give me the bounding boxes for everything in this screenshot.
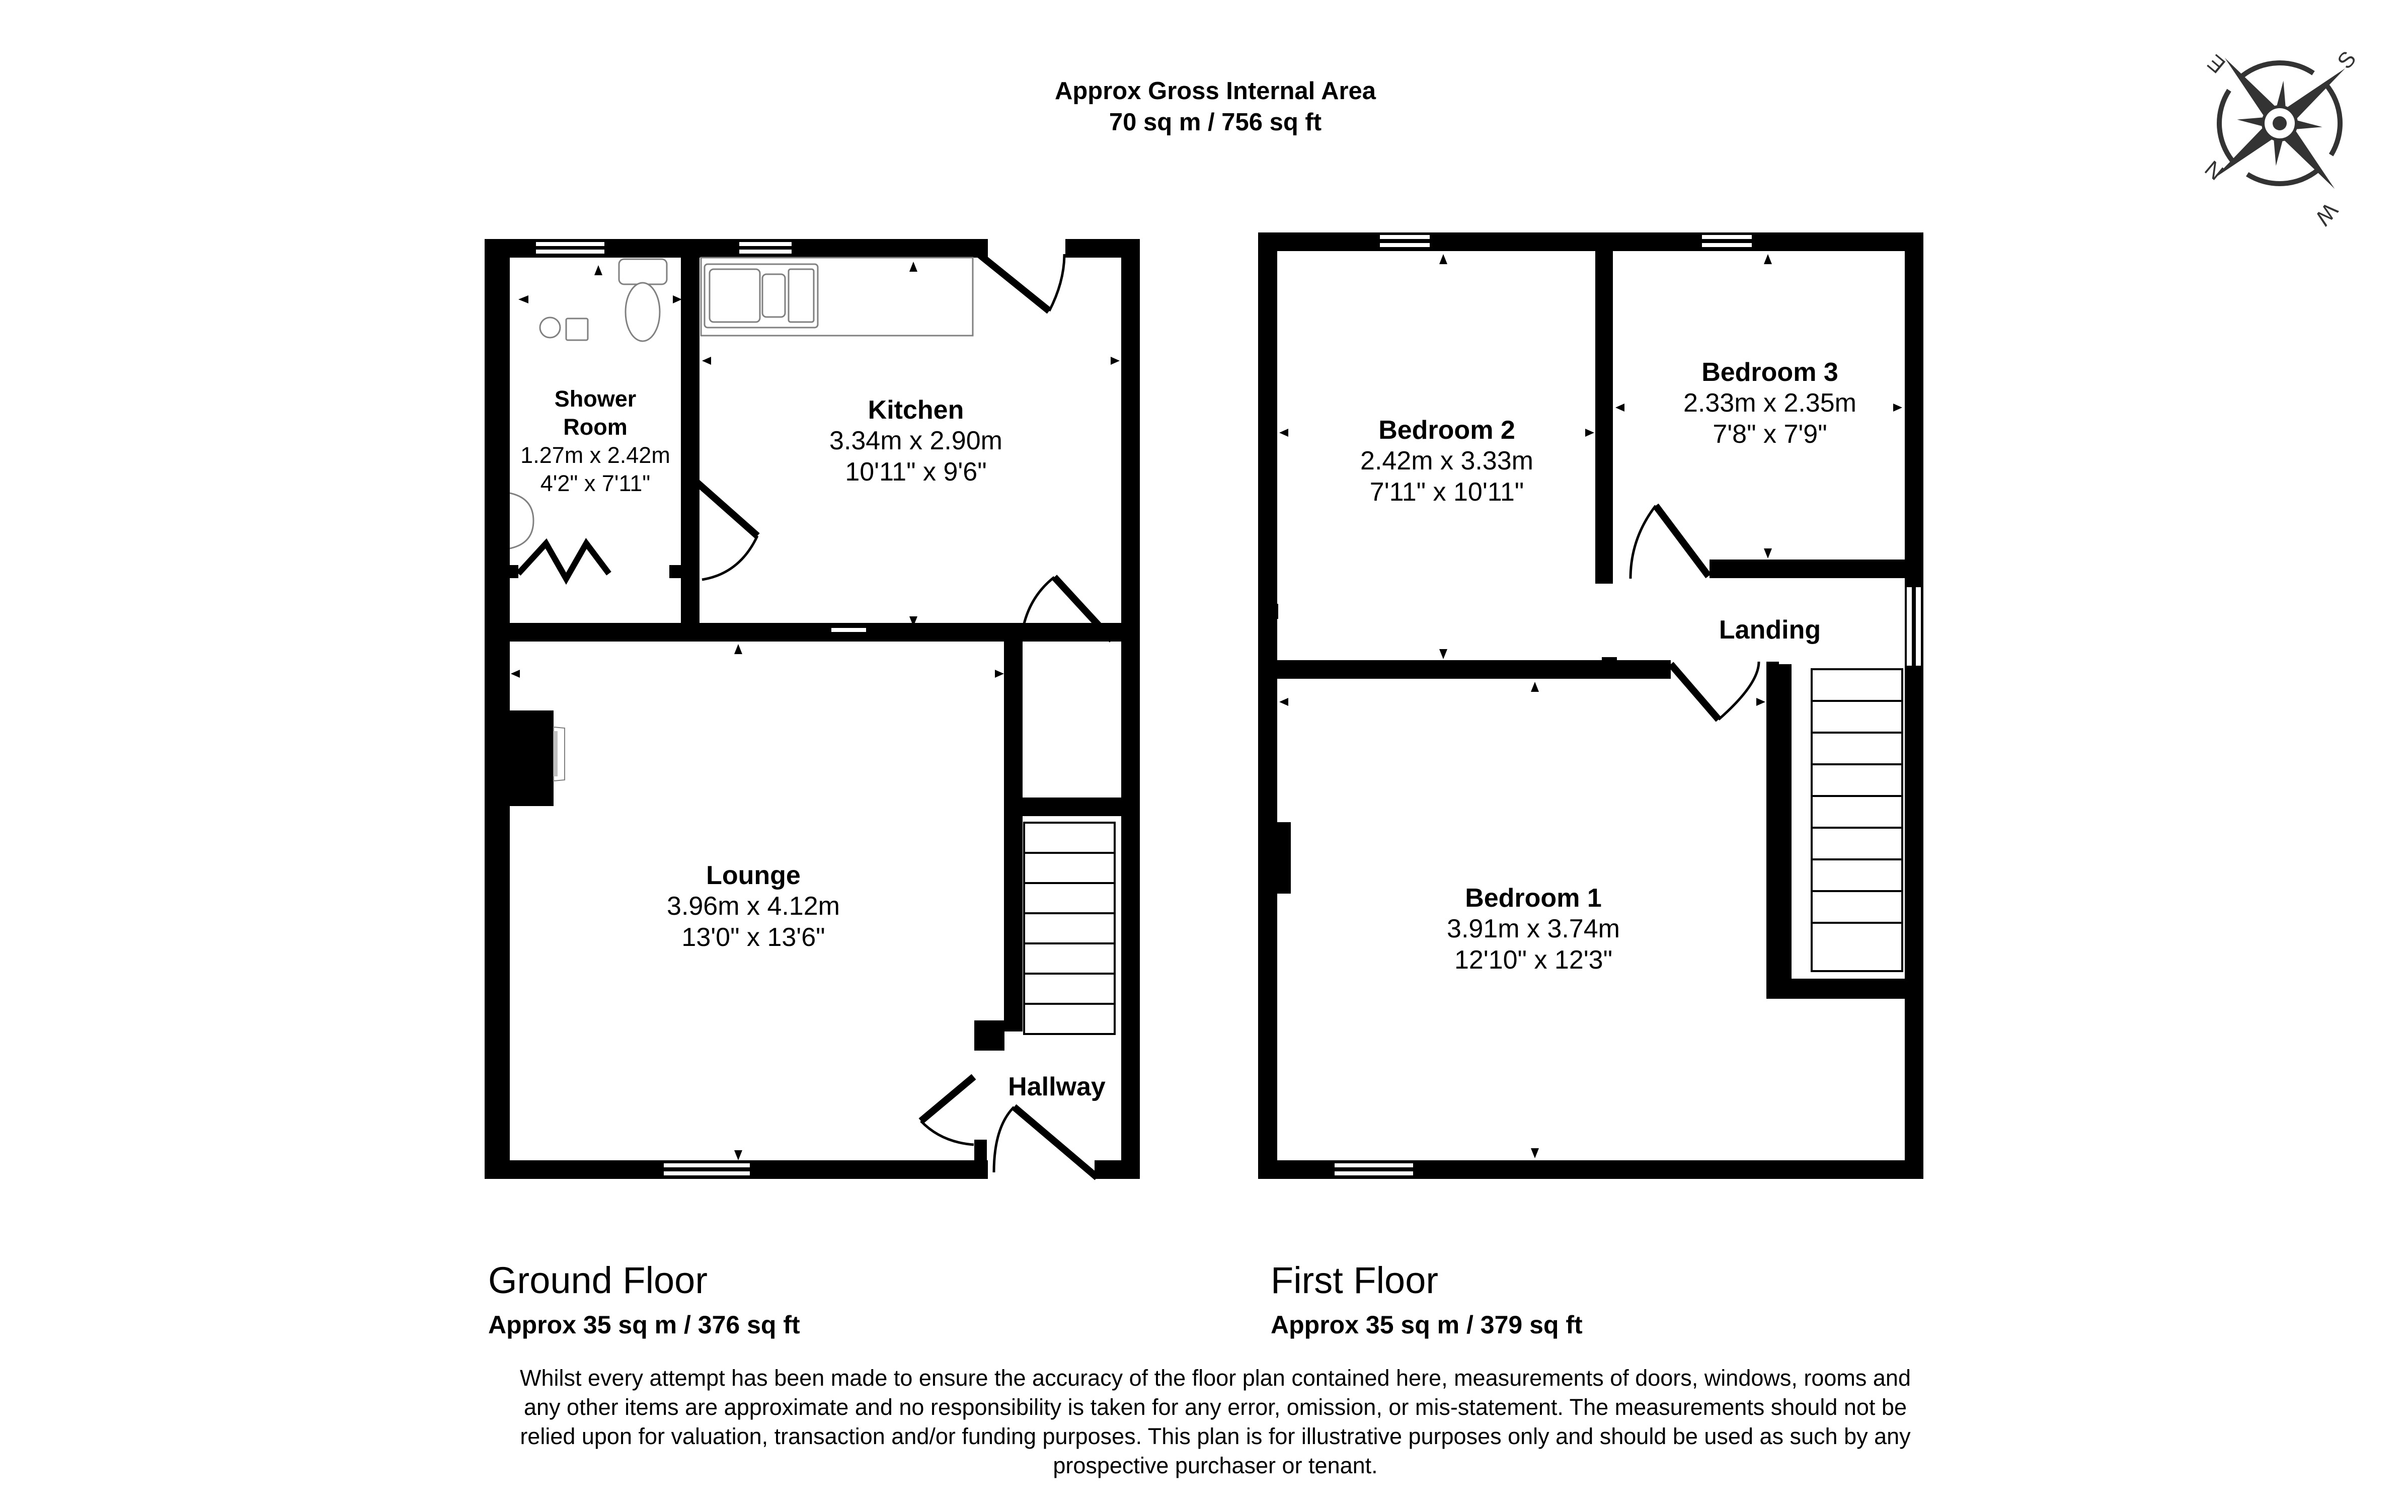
- gf-shower-bifold: [516, 538, 611, 585]
- gf-wall-lounge-hall: [1004, 634, 1023, 1031]
- gf-wall-hall-jamb: [974, 1020, 1004, 1051]
- ff-dimension-arrows: [1279, 254, 1902, 1158]
- ground-floor-caption: Ground Floor Approx 35 sq m / 376 sq ft: [488, 1260, 800, 1340]
- compass-icon: [2214, 57, 2346, 189]
- room-label-bedroom-3: Bedroom 3 2.33m x 2.35m 7'8" x 7'9": [1683, 358, 1856, 449]
- first-floor-title: First Floor: [1271, 1259, 1438, 1301]
- ff-window-landing: [1905, 585, 1914, 668]
- ff-wall-left: [1258, 232, 1277, 1178]
- compass-letter-e: E: [2203, 49, 2230, 77]
- ff-wall-bed3-bottom: [1710, 560, 1907, 578]
- shower-drain: [565, 317, 589, 341]
- ground-floor-doors: [516, 247, 1115, 1180]
- gf-shower-jamb-right: [669, 565, 684, 578]
- ground-floor-area: Approx 35 sq m / 376 sq ft: [488, 1311, 800, 1339]
- gf-wall-right: [1121, 239, 1140, 1179]
- ff-staircase: [1811, 668, 1903, 972]
- ff-wall-stair-bottom: [1766, 979, 1917, 999]
- compass-letter-n: N: [2200, 156, 2228, 185]
- compass-letter-w: W: [2310, 198, 2343, 230]
- page-title: Approx Gross Internal Area: [1054, 77, 1376, 105]
- first-floor-windows: [1333, 233, 1923, 1177]
- ff-wall-right: [1905, 232, 1923, 1178]
- ff-window-bed2: [1378, 233, 1432, 241]
- gf-shower-jamb-left: [503, 565, 518, 578]
- gf-window-lounge: [662, 1161, 752, 1169]
- toilet-cistern: [618, 258, 668, 285]
- lounge-fireplace: [516, 710, 565, 806]
- ff-window-bed1: [1333, 1161, 1415, 1169]
- header: Approx Gross Internal Area 70 sq m / 756…: [1055, 75, 1376, 138]
- gf-lounge-hall-door: [918, 1074, 976, 1124]
- ff-wall-bed2-bed3: [1595, 242, 1613, 584]
- ff-bed1-door: [1668, 662, 1722, 722]
- gf-wall-stairs-top: [1012, 798, 1125, 816]
- gf-dimension-arrows: [511, 262, 1120, 1160]
- gf-window-kitchen: [737, 240, 794, 248]
- room-label-landing: Landing: [1719, 615, 1821, 645]
- ff-bed3-door: [1653, 503, 1712, 579]
- first-floor-doors: [1629, 503, 1760, 722]
- kitchen-drainer: [788, 268, 815, 323]
- compass-letter-s: S: [2333, 46, 2361, 73]
- gf-shower-door: [689, 475, 760, 539]
- toilet-bowl: [625, 282, 661, 342]
- gf-serving-hatch: [829, 626, 868, 634]
- shower-fixtures: [509, 258, 668, 549]
- gf-window-shower: [534, 240, 606, 248]
- gf-kitchen-stair-door: [1051, 575, 1115, 643]
- room-label-shower-room: Shower Room 1.27m x 2.42m 4'2" x 7'11": [520, 386, 670, 496]
- first-floor-caption: First Floor Approx 35 sq m / 379 sq ft: [1271, 1260, 1583, 1340]
- gf-wall-left: [485, 239, 510, 1179]
- gf-staircase: [1023, 822, 1116, 1035]
- total-area: 70 sq m / 756 sq ft: [1109, 109, 1322, 136]
- room-label-bedroom-1: Bedroom 1 3.91m x 3.74m 12'10" x 12'3": [1447, 884, 1620, 975]
- gf-wall-hall-door-jamb: [974, 1140, 987, 1179]
- ground-floor-title: Ground Floor: [488, 1259, 708, 1301]
- ff-window-bed3: [1700, 233, 1754, 241]
- gf-wall-kitchen-lounge: [503, 623, 1123, 642]
- room-label-kitchen: Kitchen 3.34m x 2.90m 10'11" x 9'6": [829, 395, 1002, 487]
- first-floor-area: Approx 35 sq m / 379 sq ft: [1271, 1311, 1583, 1339]
- shower-head: [539, 316, 561, 339]
- wash-basin: [509, 492, 534, 549]
- ff-wall-top: [1258, 232, 1923, 251]
- room-label-hallway: Hallway: [1008, 1072, 1106, 1101]
- ground-floor-plan: [485, 239, 1140, 1179]
- disclaimer: Whilst every attempt has been made to en…: [520, 1365, 1911, 1478]
- room-label-lounge: Lounge 3.96m x 4.12m 13'0" x 13'6": [667, 861, 840, 952]
- ff-wall-bed2-bed1: [1268, 660, 1671, 679]
- gf-kitchen-back-door: [971, 247, 1052, 314]
- kitchen-fixtures: [700, 257, 974, 337]
- ff-chimney-breast: [1268, 822, 1291, 894]
- ground-floor-windows: [534, 240, 868, 1177]
- room-label-bedroom-2: Bedroom 2 2.42m x 3.33m 7'11" x 10'11": [1360, 416, 1533, 507]
- gf-front-door: [1012, 1104, 1100, 1180]
